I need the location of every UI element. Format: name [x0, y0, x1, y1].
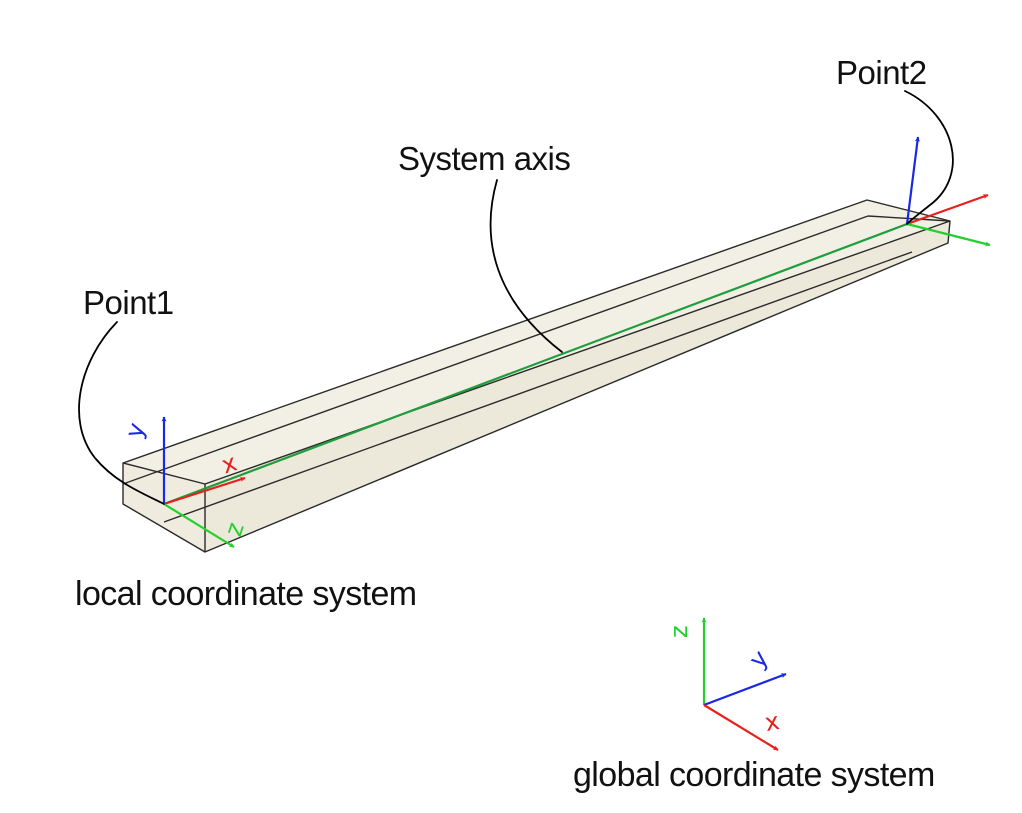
local-coordinate-system-caption: local coordinate system: [75, 575, 416, 613]
beam-outline: [122, 199, 951, 553]
point2-leader-line: [904, 90, 954, 225]
beam: [122, 199, 951, 553]
global-y-axis-arrow: [703, 672, 787, 707]
beam-inner-edge-upper: [122, 215, 869, 485]
point2-y-axis-arrow: [905, 136, 920, 225]
local-x-axis-arrow: [163, 476, 246, 506]
global-x-axis-arrow: [703, 704, 779, 751]
beam-side-face: [205, 221, 950, 552]
global-axes: z y x: [665, 617, 787, 751]
point2-label: Point2: [836, 54, 927, 91]
beam-front-face: [123, 463, 205, 552]
point1-leader-line: [78, 321, 165, 505]
beam-inner-edge-lower: [163, 251, 913, 523]
global-coordinate-system-caption: global coordinate system: [573, 756, 935, 794]
point2-z-axis-arrow: [906, 222, 991, 247]
point2-x-axis-arrow: [906, 193, 989, 226]
global-z-label: z: [665, 625, 693, 638]
system-axis-leader-line: [489, 179, 563, 353]
global-x-label: x: [763, 707, 782, 737]
local-z-axis-arrow: [163, 503, 235, 548]
point1-label: Point1: [83, 284, 174, 321]
beam-end-inner-edge: [867, 215, 951, 222]
local-axes-point2: [905, 136, 991, 247]
system-axis-label: System axis: [398, 140, 570, 177]
beam-top-face: [123, 200, 950, 484]
global-y-label: y: [743, 645, 774, 674]
system-axis-line: [163, 222, 908, 506]
local-y-label: y: [120, 419, 151, 441]
